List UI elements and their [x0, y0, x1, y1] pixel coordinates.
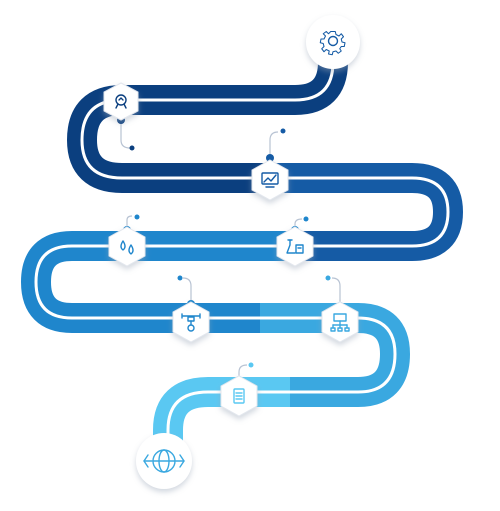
document-stack-icon — [233, 388, 245, 404]
milestone-3 — [108, 214, 146, 267]
milestone-2 — [251, 128, 289, 201]
water-drops-icon — [120, 240, 134, 255]
milestone-1 — [103, 82, 139, 151]
road-center-stripe — [34, 45, 450, 452]
network-server-icon — [330, 313, 350, 332]
compass-globe-icon — [143, 449, 185, 473]
lab-flask-icon — [286, 239, 304, 254]
monitor-chart-icon — [261, 172, 279, 188]
milestone-7 — [220, 362, 258, 417]
drone-dollar-icon — [181, 313, 201, 332]
end-node — [136, 433, 192, 489]
milestone-6 — [321, 275, 359, 343]
start-node — [306, 15, 360, 69]
milestone-4 — [276, 216, 314, 267]
gear-icon — [319, 30, 346, 56]
milestone-5 — [172, 275, 210, 343]
analytics-badge-icon — [115, 94, 127, 109]
